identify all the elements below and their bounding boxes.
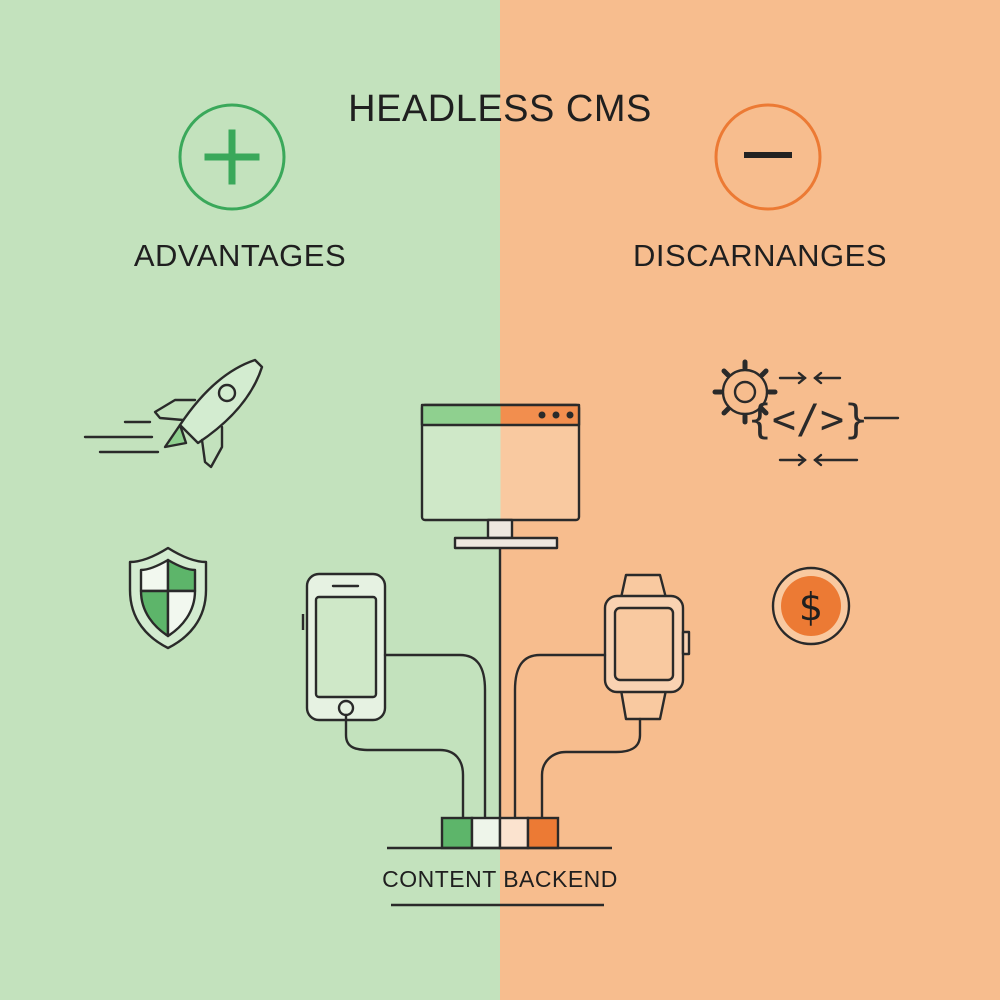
rocket-icon xyxy=(83,358,264,469)
backend-block xyxy=(387,816,612,907)
smartphone-icon xyxy=(301,572,387,722)
dollar-icon: $ xyxy=(771,566,851,646)
advantages-heading: ADVANTAGES xyxy=(133,238,347,273)
connection-cables xyxy=(344,653,642,820)
disadvantages-heading: DISCARNANGES xyxy=(632,238,888,273)
shield-icon xyxy=(128,546,208,650)
plus-icon xyxy=(178,103,286,211)
monitor-icon xyxy=(420,403,581,550)
smartwatch-icon xyxy=(603,573,691,721)
advantages-panel xyxy=(0,0,500,1000)
disadvantages-panel xyxy=(500,0,1000,1000)
gear-code-icon xyxy=(712,359,900,467)
page-title: HEADLESS CMS xyxy=(348,88,652,130)
minus-icon xyxy=(714,103,822,211)
backend-label: CONTENT BACKEND xyxy=(382,866,618,892)
code-icon: {</>} xyxy=(748,397,868,443)
dollar-symbol: $ xyxy=(799,585,823,629)
